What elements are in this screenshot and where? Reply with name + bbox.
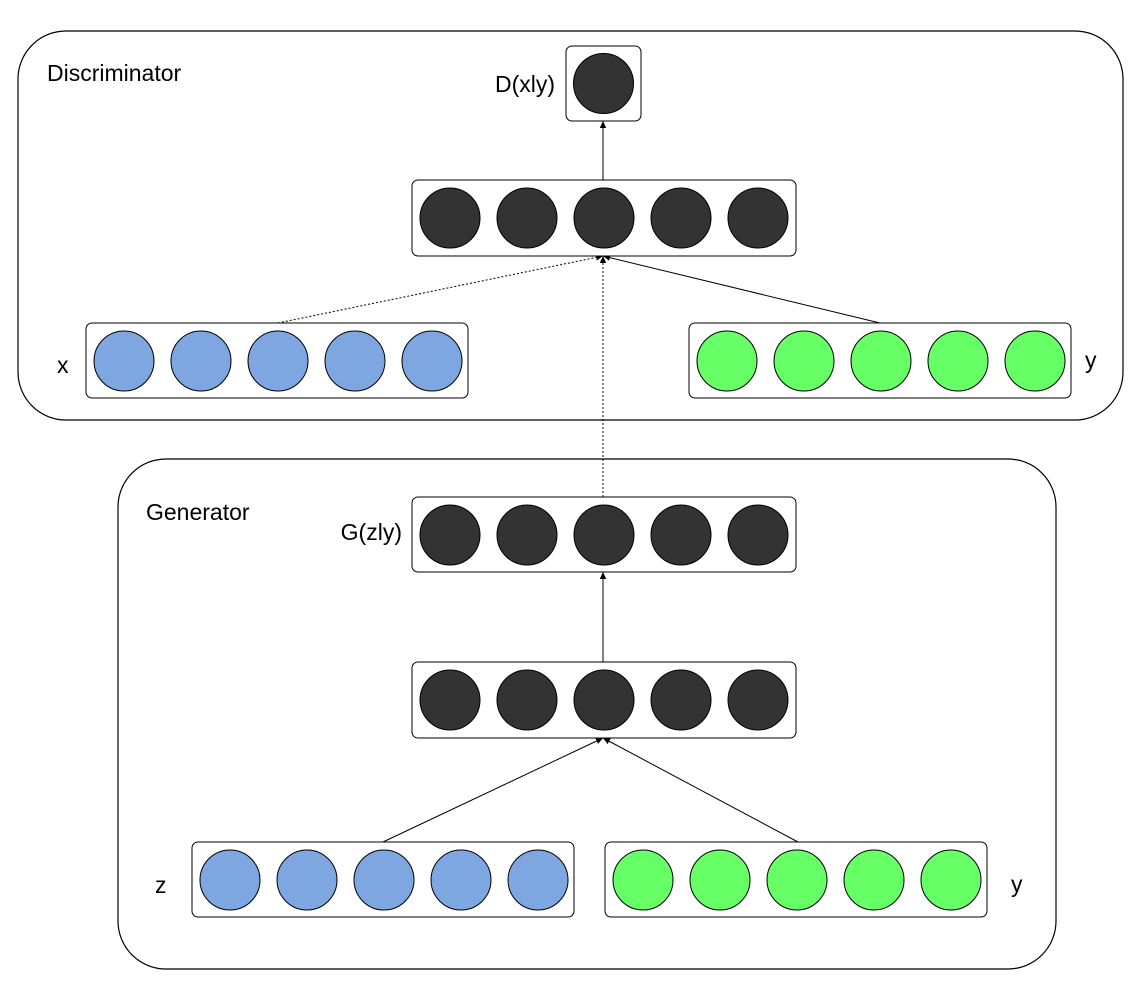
generator-z-unit [276,849,338,911]
generator-y-layer: y [604,841,1023,918]
discriminator-hidden-layer [411,179,797,257]
generator-output-unit [727,504,789,566]
generator-y-unit [920,849,982,911]
generator-hidden-unit [727,669,789,731]
discriminator-x-layer: x [57,322,469,399]
discriminator-x-unit [247,330,309,392]
generator-z-unit [430,849,492,911]
discriminator-y-unit [1004,330,1066,392]
discriminator-hidden-unit [650,187,712,249]
discriminator-hidden-unit [496,187,558,249]
generator-z-layer: z [155,841,575,918]
generator-y-unit [843,849,905,911]
discriminator-x-unit [170,330,232,392]
generator-hidden-unit [419,669,481,731]
generator-hidden-layer [411,661,797,739]
discriminator-title: Discriminator [47,60,182,86]
discriminator-hidden-unit [419,187,481,249]
generator-hidden-unit [573,669,635,731]
generator-output-unit [496,504,558,566]
discriminator-x-unit [401,330,463,392]
discriminator-x-unit [324,330,386,392]
generator-y-unit [689,849,751,911]
discriminator-x-label: x [57,352,69,378]
discriminator-y-unit [773,330,835,392]
discriminator-y-layer: y [688,322,1097,399]
edge-g-z-to-hidden [382,737,604,843]
discriminator-y-unit [696,330,758,392]
edges [277,121,881,843]
discriminator-y-unit [927,330,989,392]
generator-output-label: G(zly) [341,519,402,545]
generator-hidden-unit [650,669,712,731]
discriminator-y-label: y [1085,347,1097,373]
generator-output-unit [573,504,635,566]
generator-output-unit [419,504,481,566]
generator-title: Generator [146,499,250,525]
discriminator-y-unit [850,330,912,392]
generator-z-unit [199,849,261,911]
discriminator-output-label: D(xly) [495,71,555,97]
generator-y-unit [612,849,674,911]
edge-d-x-to-hidden [277,254,604,324]
discriminator-output-unit [573,53,634,114]
generator-hidden-unit [496,669,558,731]
generator-y-unit [766,849,828,911]
discriminator-hidden-unit [727,187,789,249]
discriminator-hidden-unit [573,187,635,249]
edge-d-y-to-hidden [602,254,881,324]
generator-z-unit [353,849,415,911]
edge-g-y-to-hidden [602,737,799,843]
generator-output-unit [650,504,712,566]
generator-y-label: y [1011,871,1023,897]
generator-output-layer: G(zly) [341,496,797,573]
generator-z-unit [507,849,569,911]
generator-z-label: z [155,872,167,898]
discriminator-x-unit [93,330,155,392]
discriminator-output-layer: D(xly) [495,45,642,122]
